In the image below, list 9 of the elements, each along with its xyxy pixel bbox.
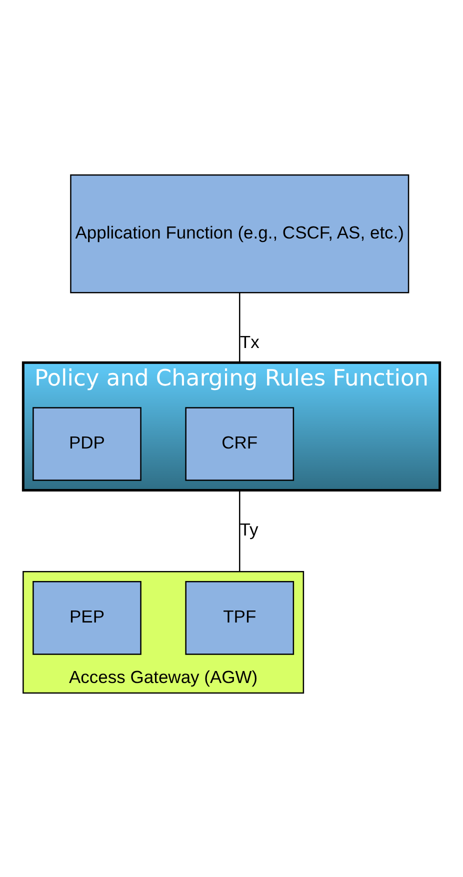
edge-label: Ty: [240, 519, 258, 540]
node-box: TPF: [185, 580, 294, 654]
node-box: PEP: [32, 580, 142, 654]
node-box: PDP: [32, 406, 142, 480]
edge-label: Tx: [240, 331, 260, 352]
node-box: Application Function (e.g., CSCF, AS, etc.): [70, 174, 410, 293]
connector: [239, 490, 240, 572]
node-box: CRF: [185, 406, 294, 480]
connector: [239, 292, 240, 362]
